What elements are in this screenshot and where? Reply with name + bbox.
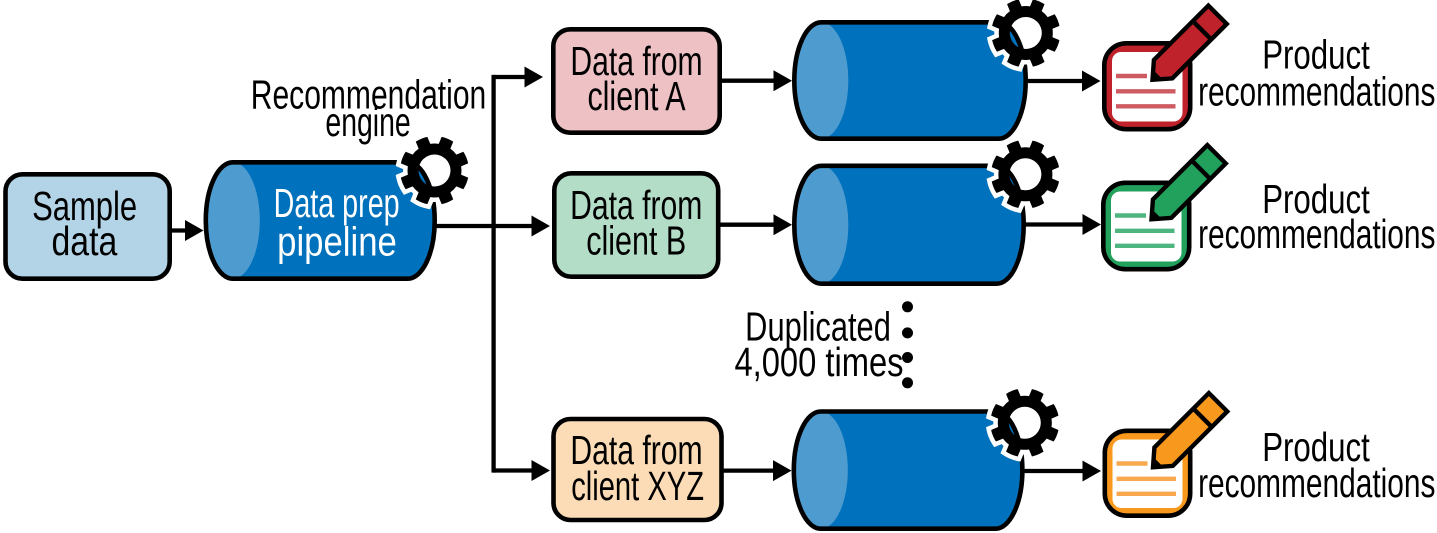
svg-text:recommendations: recommendations bbox=[1198, 460, 1435, 506]
svg-text:Product: Product bbox=[1262, 31, 1370, 77]
svg-text:Data from: Data from bbox=[570, 181, 702, 228]
svg-text:client A: client A bbox=[587, 72, 685, 119]
svg-text:Duplicated: Duplicated bbox=[745, 303, 891, 349]
svg-text:Product: Product bbox=[1262, 424, 1370, 470]
svg-text:Data prep: Data prep bbox=[274, 181, 400, 226]
svg-text:Data from: Data from bbox=[570, 37, 702, 84]
svg-text:client XYZ: client XYZ bbox=[571, 463, 704, 509]
svg-text:Recommendation: Recommendation bbox=[251, 71, 486, 118]
svg-text:Product: Product bbox=[1262, 176, 1370, 222]
svg-text:data: data bbox=[51, 218, 117, 264]
svg-text:Data from: Data from bbox=[570, 426, 702, 473]
svg-text:4,000 times: 4,000 times bbox=[734, 338, 903, 384]
svg-text:recommendations: recommendations bbox=[1198, 211, 1435, 257]
svg-text:recommendations: recommendations bbox=[1198, 69, 1435, 115]
svg-text:pipeline: pipeline bbox=[277, 220, 397, 265]
svg-text:Sample: Sample bbox=[32, 183, 137, 229]
svg-text:engine: engine bbox=[325, 100, 410, 145]
svg-text:client B: client B bbox=[586, 217, 686, 264]
